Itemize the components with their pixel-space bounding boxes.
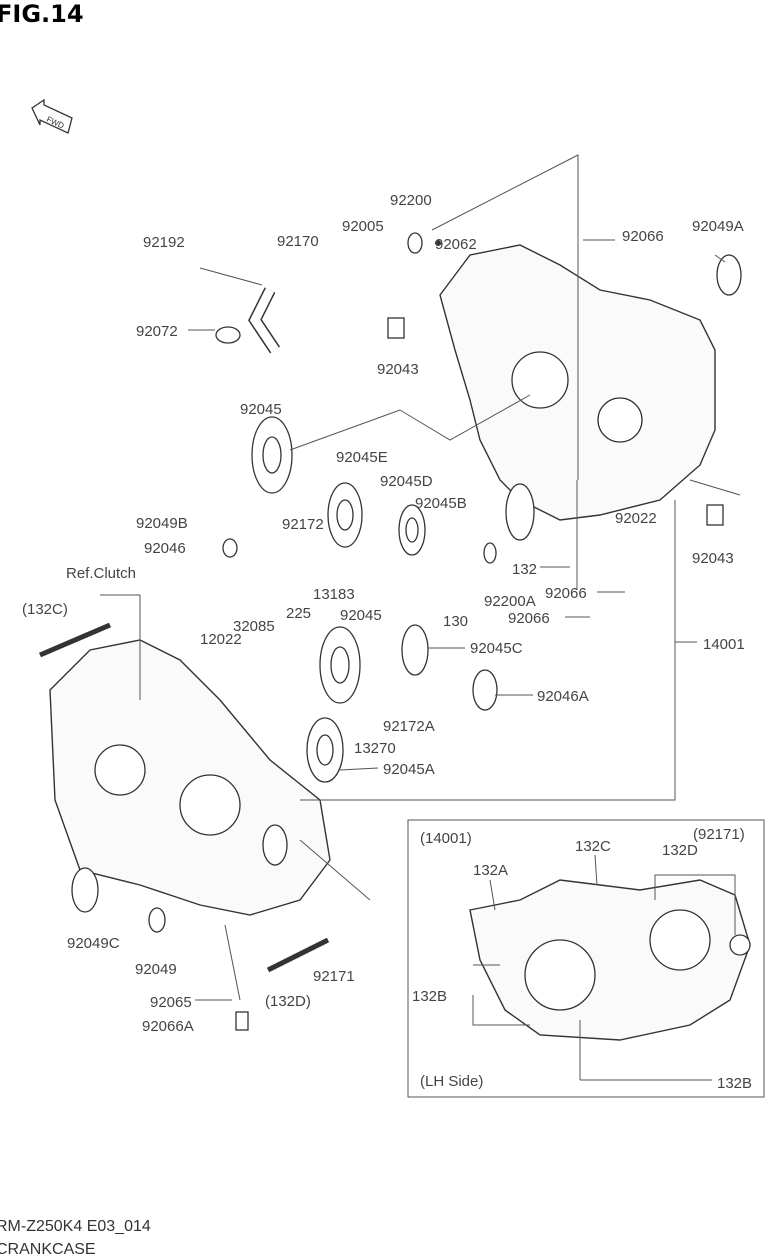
label-92046: 92046 — [144, 540, 186, 557]
label-132c: (132C) — [22, 601, 68, 618]
label-13183: 13183 — [313, 586, 355, 603]
label-92066: 92066 — [508, 610, 550, 627]
label-92062: 92062 — [435, 236, 477, 253]
label-32085: 32085 — [233, 618, 275, 635]
model-code: RM-Z250K4 E03_014 — [0, 1218, 151, 1235]
label-92043: 92043 — [692, 550, 734, 567]
label-92045b: 92045B — [415, 495, 467, 512]
label-92192: 92192 — [143, 234, 185, 251]
inset-label-92171: (92171) — [693, 826, 745, 843]
clamp-92072 — [215, 326, 241, 344]
label-12022: 12022 — [200, 631, 242, 648]
label-92045d: 92045D — [380, 473, 433, 490]
label-92043: 92043 — [377, 361, 419, 378]
lh-side-inset: (14001) 132C (92171) 132D 132A 132B (LH … — [407, 819, 765, 1098]
label-92005: 92005 — [342, 218, 384, 235]
section-name: CRANKCASE — [0, 1241, 96, 1254]
label-92045c: 92045C — [470, 640, 523, 657]
case-bore — [511, 351, 569, 409]
label-92022: 92022 — [615, 510, 657, 527]
figure-title: FIG.14 — [0, 0, 84, 28]
label-92065: 92065 — [150, 994, 192, 1011]
inset-label-14001: (14001) — [420, 830, 472, 847]
label-132: 132 — [512, 561, 537, 578]
label-92045: 92045 — [240, 401, 282, 418]
label-14001: 14001 — [703, 636, 745, 653]
inset-label-132d: 132D — [662, 842, 698, 859]
leader-lines — [100, 154, 741, 1001]
part-labels: 92200 92005 92170 92062 92066 92049A 921… — [22, 192, 745, 1035]
bearings — [39, 232, 742, 1031]
case-bore — [597, 397, 643, 443]
label-92066: 92066 — [545, 585, 587, 602]
label-92045a: 92045A — [383, 761, 435, 778]
label-92066: 92066 — [622, 228, 664, 245]
inset-label-132c: 132C — [575, 838, 611, 855]
label-92172: 92172 — [282, 516, 324, 533]
label-225: 225 — [286, 605, 311, 622]
inset-label-132a: 132A — [473, 862, 508, 879]
inset-side-label: (LH Side) — [420, 1073, 483, 1090]
label-92200: 92200 — [390, 192, 432, 209]
breather-hose — [195, 154, 325, 402]
case-bore — [94, 744, 146, 796]
left-crankcase-half — [49, 639, 331, 916]
label-92049: 92049 — [135, 961, 177, 978]
label-92171: 92171 — [313, 968, 355, 985]
label-92072: 92072 — [136, 323, 178, 340]
label-92200a: 92200A — [484, 593, 536, 610]
label-92045e: 92045E — [336, 449, 388, 466]
label-130: 130 — [443, 613, 468, 630]
fwd-arrow-icon: FWD — [31, 98, 73, 134]
label-92046a: 92046A — [537, 688, 589, 705]
inset-label-132b: 132B — [717, 1075, 752, 1092]
label-92049b: 92049B — [136, 515, 188, 532]
label-92049a: 92049A — [692, 218, 744, 235]
label-92170: 92170 — [277, 233, 319, 250]
label-13270: 13270 — [354, 740, 396, 757]
label-92066a: 92066A — [142, 1018, 194, 1035]
label-132d: (132D) — [265, 993, 311, 1010]
label-92045: 92045 — [340, 607, 382, 624]
label-92049c: 92049C — [67, 935, 120, 952]
case-bore — [179, 774, 241, 836]
label-ref-clutch: Ref.Clutch — [66, 565, 136, 582]
inset-label-132b: 132B — [412, 988, 447, 1005]
label-92172a: 92172A — [383, 718, 435, 735]
